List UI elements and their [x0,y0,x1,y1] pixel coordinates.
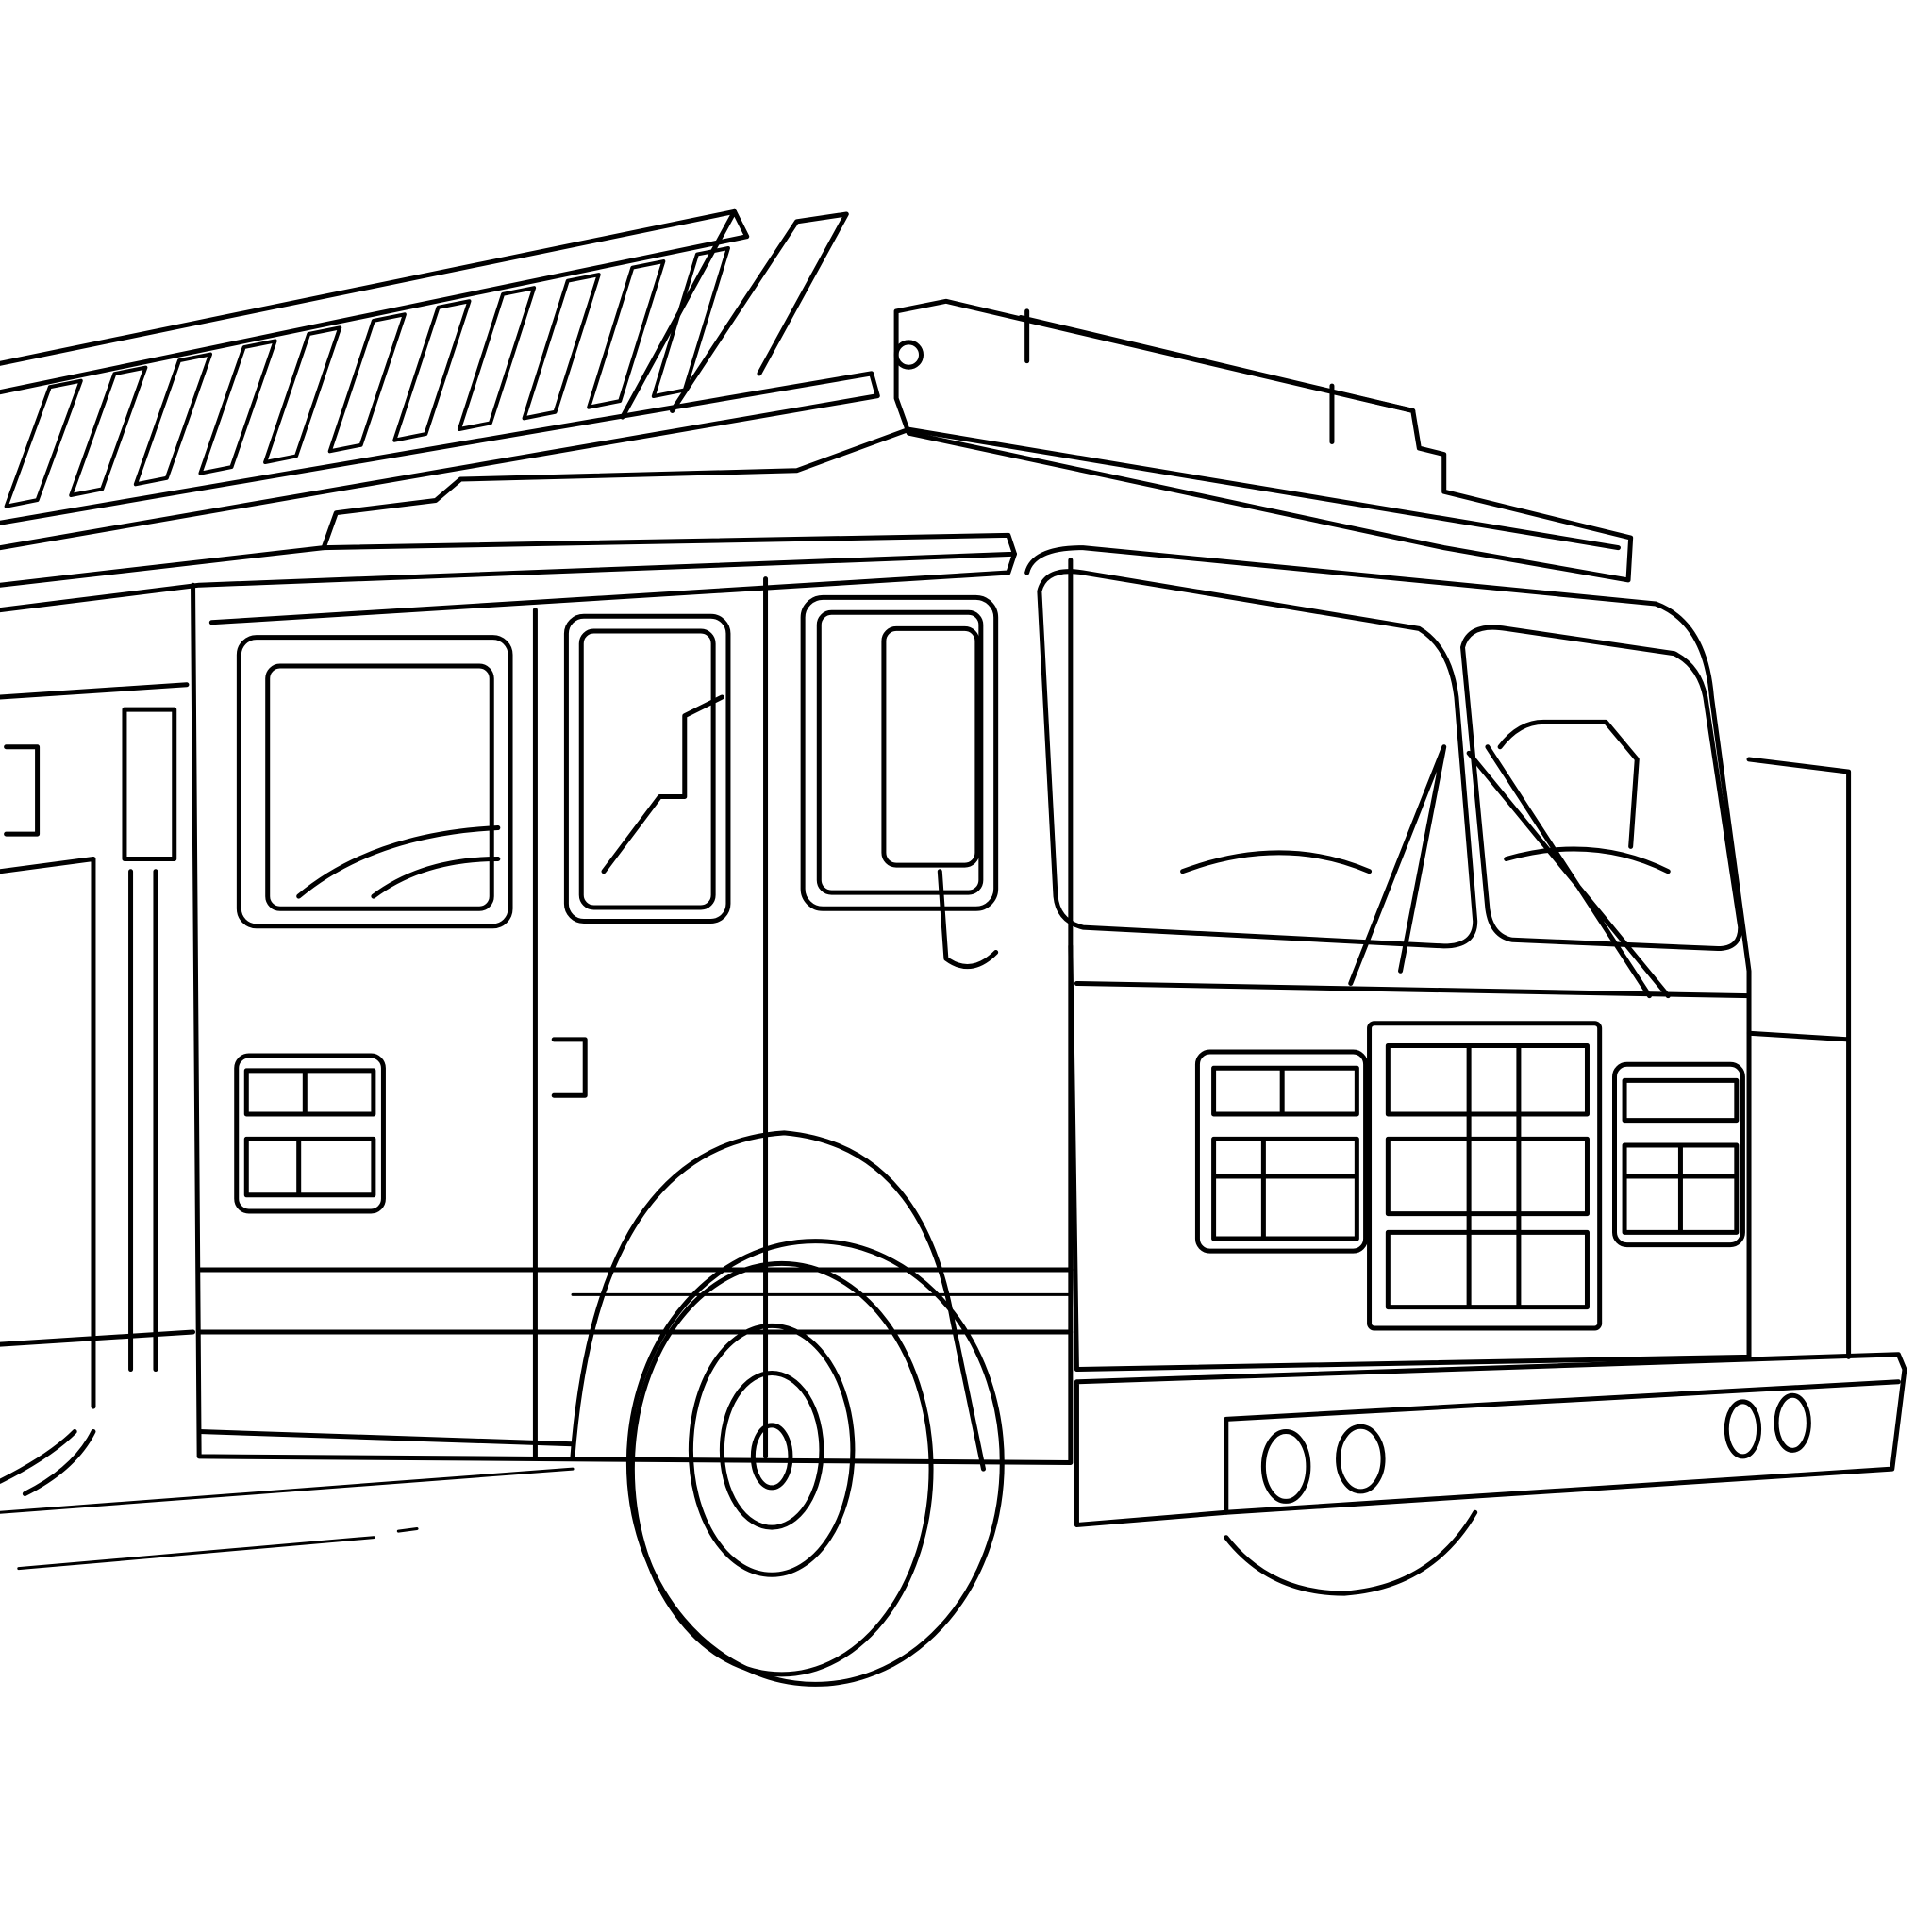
ladder-rung [394,301,469,440]
ladder-rung [7,381,81,507]
side-window-rear [239,638,510,926]
rear-compartment [0,685,193,1407]
front-wheel [573,1133,1002,1685]
cab-front [1027,548,1849,1370]
mirror [884,628,977,865]
wipers [1351,747,1668,996]
bumper [1076,1355,1905,1525]
door-handle [554,1040,585,1095]
rear-pillar [131,872,156,1370]
headlight-left [1197,1052,1365,1251]
windshield-left [1040,572,1475,946]
ladder-rung [136,355,210,485]
rear-front-wheel [1226,1512,1475,1593]
ladder-rung [459,288,534,429]
side-lights [237,1056,384,1211]
ladder-rung [589,261,663,408]
grille [1370,1024,1600,1328]
door-window [566,616,728,921]
light-bar [324,301,1631,580]
ladder [0,211,877,547]
rear-wheel [0,1432,93,1494]
ladder-rung [200,341,275,473]
ladder-rung [71,368,145,495]
front-door-window [803,597,996,908]
rear-body [0,535,1014,609]
ground-lines [0,1469,573,1569]
windshield-right [1463,627,1740,948]
ladder-rung [525,275,599,418]
ladder-rung [654,248,728,396]
ladder-rung [330,314,405,451]
ladder-rung [265,327,340,462]
headlight-right [1615,1064,1743,1244]
